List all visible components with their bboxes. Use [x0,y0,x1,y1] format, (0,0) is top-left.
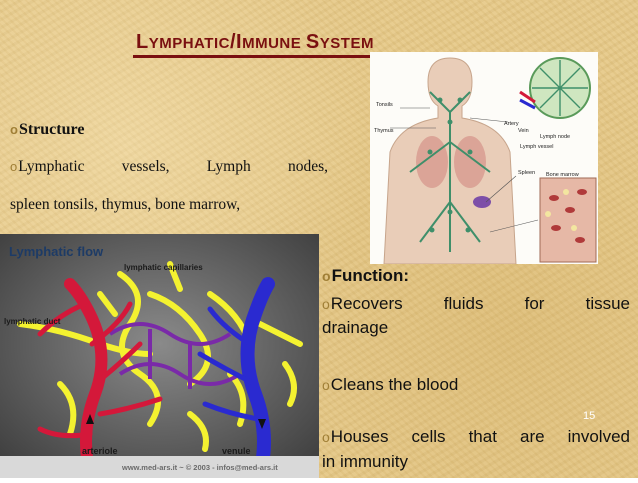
anatomy-illustration: Tonsils Thymus Artery Vein Lymph node Ly… [370,52,598,265]
label-lymph-vessel: Lymph vessel [520,144,553,150]
flow-title: Lymphatic flow [9,244,104,259]
bullet-icon: o [322,296,330,312]
label-spleen: Spleen [518,170,535,176]
structure-heading: oStructure [10,121,85,138]
function-item3-line1: oHouses cells that are involved [322,427,630,446]
lymphatic-flow-figure: www.med-ars.it ~ © 2003 - infos@med-ars.… [0,234,319,481]
structure-text-line1: oLymphatic vessels, Lymph nodes, [10,158,328,175]
bullet-icon: o [10,122,18,137]
function-item2: oCleans the blood [322,375,459,394]
title-underline [133,55,453,58]
lymphatic-flow-illustration: www.med-ars.it ~ © 2003 - infos@med-ars.… [0,234,319,481]
label-bone-marrow: Bone marrow [546,172,579,178]
label-vein: Vein [518,128,529,134]
bullet-icon: o [10,159,18,174]
label-artery: Artery [504,121,519,127]
label-venule: venule [222,446,251,456]
structure-text-line2: spleen tonsils, thymus, bone marrow, [10,196,241,213]
label-thymus: Thymus [374,128,394,134]
anatomy-figure: Tonsils Thymus Artery Vein Lymph node Ly… [374,57,597,265]
label-lymph-node: Lymph node [540,134,570,140]
bullet-icon: o [322,377,330,393]
function-heading: oFunction: [322,266,409,285]
bullet-icon: o [322,268,331,284]
function-item1-line1: oRecovers fluids for tissue [322,294,630,313]
label-lymphatic-capillaries: lymphatic capillaries [124,263,203,272]
function-item3-line2: in immunity [322,452,408,471]
flow-credit: www.med-ars.it ~ © 2003 - infos@med-ars.… [121,463,278,472]
label-lymphatic-duct: lymphatic duct [4,317,61,326]
function-item1-line2: drainage [322,318,389,337]
page-number: 15 [583,410,596,422]
label-arteriole: arteriole [82,446,118,456]
label-tonsils: Tonsils [376,102,393,108]
bullet-icon: o [322,429,330,445]
slide-title: LYMPHATIC/IMMUNE SYSTEM [136,31,374,53]
